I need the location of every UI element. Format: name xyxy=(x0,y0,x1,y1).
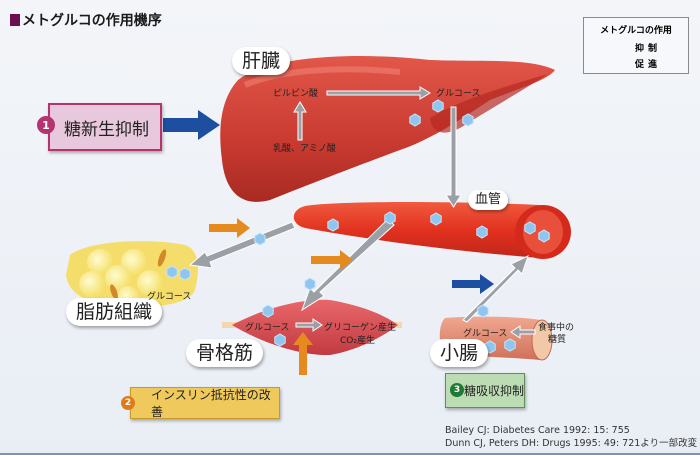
glucose-molecule-icon xyxy=(166,265,178,279)
glucose-molecule-icon xyxy=(179,267,191,281)
flow-arrow-vessel-adipose xyxy=(188,221,296,269)
legend-heading: メトグルコの作用 xyxy=(600,26,672,36)
glucose-molecule-icon xyxy=(504,338,516,352)
glucose-molecule-icon xyxy=(409,113,421,127)
legend-item-promote: 促進 xyxy=(635,60,662,70)
blood-vessel-shape xyxy=(293,202,540,258)
flow-arrow-pyruvate-glucose xyxy=(326,86,431,100)
organ-label-liver: 肝臓 xyxy=(232,47,291,75)
label-muscle-glucose: グルコース xyxy=(245,323,290,333)
glucose-molecule-icon xyxy=(477,304,489,318)
glucose-molecule-icon xyxy=(432,99,444,113)
glucose-molecule-icon xyxy=(476,225,488,239)
promote-arrow-adipose xyxy=(209,218,250,238)
page-title: メトグルコの作用機序 xyxy=(10,10,162,30)
title-marker-icon xyxy=(10,14,20,26)
glucose-molecule-icon xyxy=(538,229,550,243)
glucose-molecule-icon xyxy=(304,277,316,291)
flow-arrow-muscle-glucose xyxy=(295,318,323,332)
flow-arrow-lactate-pyruvate xyxy=(293,101,307,141)
organ-label-blood-vessel: 血管 xyxy=(468,190,509,210)
action-label-1: 糖新生抑制 xyxy=(64,119,149,140)
flow-arrow-vessel-muscle xyxy=(301,218,395,312)
action-box-insulin: インスリン抵抗性の改善 xyxy=(130,387,280,419)
organ-label-adipose: 脂肪組織 xyxy=(66,298,163,326)
inhibit-arrow-liver xyxy=(163,110,220,140)
reference-1: Bailey CJ: Diabetes Care 1992: 15: 755 xyxy=(445,425,630,436)
organ-label-muscle: 骨格筋 xyxy=(186,339,264,367)
organ-label-intestine: 小腸 xyxy=(430,339,489,367)
glucose-molecule-icon xyxy=(254,232,266,246)
glucose-molecule-icon xyxy=(524,221,536,235)
legend-item-inhibit: 抑制 xyxy=(635,44,662,54)
action-number-2: 2 xyxy=(121,396,135,410)
label-liver-glucose: グルコース xyxy=(436,89,481,99)
promote-arrow-muscle-bottom xyxy=(293,332,313,375)
inhibit-arrow-intestine xyxy=(452,274,494,294)
glucose-molecule-icon xyxy=(262,304,274,318)
action-label-2: インスリン抵抗性の改善 xyxy=(151,388,271,419)
label-dietary-sugar-1: 食事中の xyxy=(538,323,575,333)
label-dietary-sugar-2: 糖質 xyxy=(548,335,567,345)
liver-shape xyxy=(220,56,555,202)
action-number-3: 3 xyxy=(450,383,464,397)
action-box-absorption: 糖吸収抑制 xyxy=(445,373,525,408)
label-glycogen: グリコーゲン産生 xyxy=(324,323,397,333)
references: Bailey CJ: Diabetes Care 1992: 15: 755 D… xyxy=(445,424,697,450)
reference-2: Dunn CJ, Peters DH: Drugs 1995: 49: 721よ… xyxy=(445,438,698,449)
label-pyruvate: ピルビン酸 xyxy=(273,89,319,99)
glucose-molecule-icon xyxy=(462,113,474,127)
flow-arrow-intestine-vessel xyxy=(462,255,529,323)
legend: メトグルコの作用 抑制 促進 xyxy=(583,17,689,74)
flow-arrow-dietary-glucose xyxy=(510,325,536,339)
glucose-molecule-icon xyxy=(274,333,286,347)
label-adipose-glucose: グルコース xyxy=(147,292,192,302)
glucose-molecule-icon xyxy=(384,211,396,225)
promote-arrow-muscle-top xyxy=(311,250,353,270)
glucose-molecule-icon xyxy=(327,218,339,232)
label-lactate-amino: 乳酸、アミノ酸 xyxy=(273,144,336,154)
action-label-3: 糖吸収抑制 xyxy=(464,384,525,398)
flow-arrow-liver-vessel xyxy=(445,106,462,208)
glucose-molecule-icon xyxy=(430,212,442,226)
action-box-gluconeogenesis: 糖新生抑制 xyxy=(48,103,162,151)
action-number-1: 1 xyxy=(37,116,55,134)
label-intestine-glucose: グルコース xyxy=(463,329,508,339)
label-co2: CO₂産生 xyxy=(340,336,375,346)
